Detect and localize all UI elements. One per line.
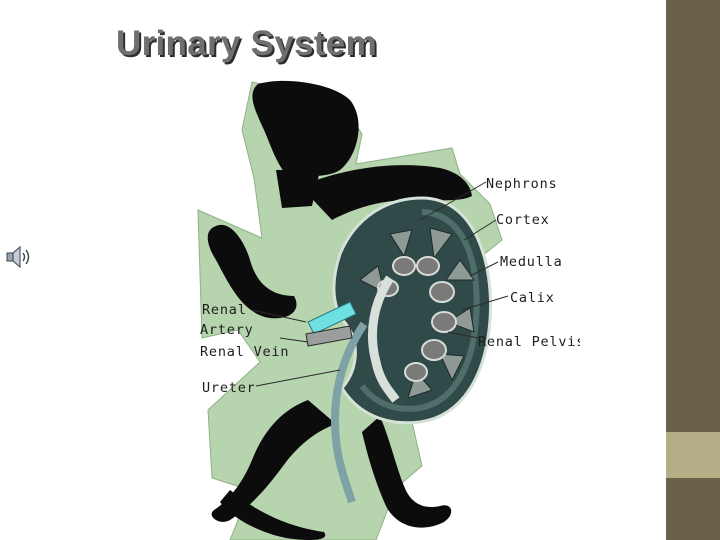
leader-lines <box>251 181 509 387</box>
slide-title: Urinary System <box>116 24 377 63</box>
sidebar-accent-dark <box>666 0 720 432</box>
renal-pelvis <box>367 275 400 403</box>
label-medulla: Medulla <box>500 254 563 270</box>
sidebar-accent-bottom <box>666 478 720 540</box>
ureter <box>331 321 368 504</box>
renal-artery <box>307 301 357 335</box>
kidney-diagram: Nephrons Cortex Medulla Calix Renal Pelv… <box>190 70 580 540</box>
runner-silhouette <box>207 80 472 540</box>
label-artery: Artery <box>200 322 254 338</box>
sidebar-accent-light <box>666 432 720 478</box>
label-renal-vein: Renal Vein <box>200 344 289 360</box>
label-nephrons: Nephrons <box>486 176 557 192</box>
speaker-icon[interactable] <box>4 244 34 270</box>
label-cortex: Cortex <box>496 212 550 228</box>
label-ureter: Ureter <box>202 380 256 396</box>
label-calix: Calix <box>510 290 555 306</box>
kidney-cortex <box>359 209 480 412</box>
label-renal-pelvis: Renal Pelvis <box>478 334 580 350</box>
label-renal: Renal <box>202 302 247 318</box>
kidney-diagram-svg: Nephrons Cortex Medulla Calix Renal Pelv… <box>197 80 580 540</box>
